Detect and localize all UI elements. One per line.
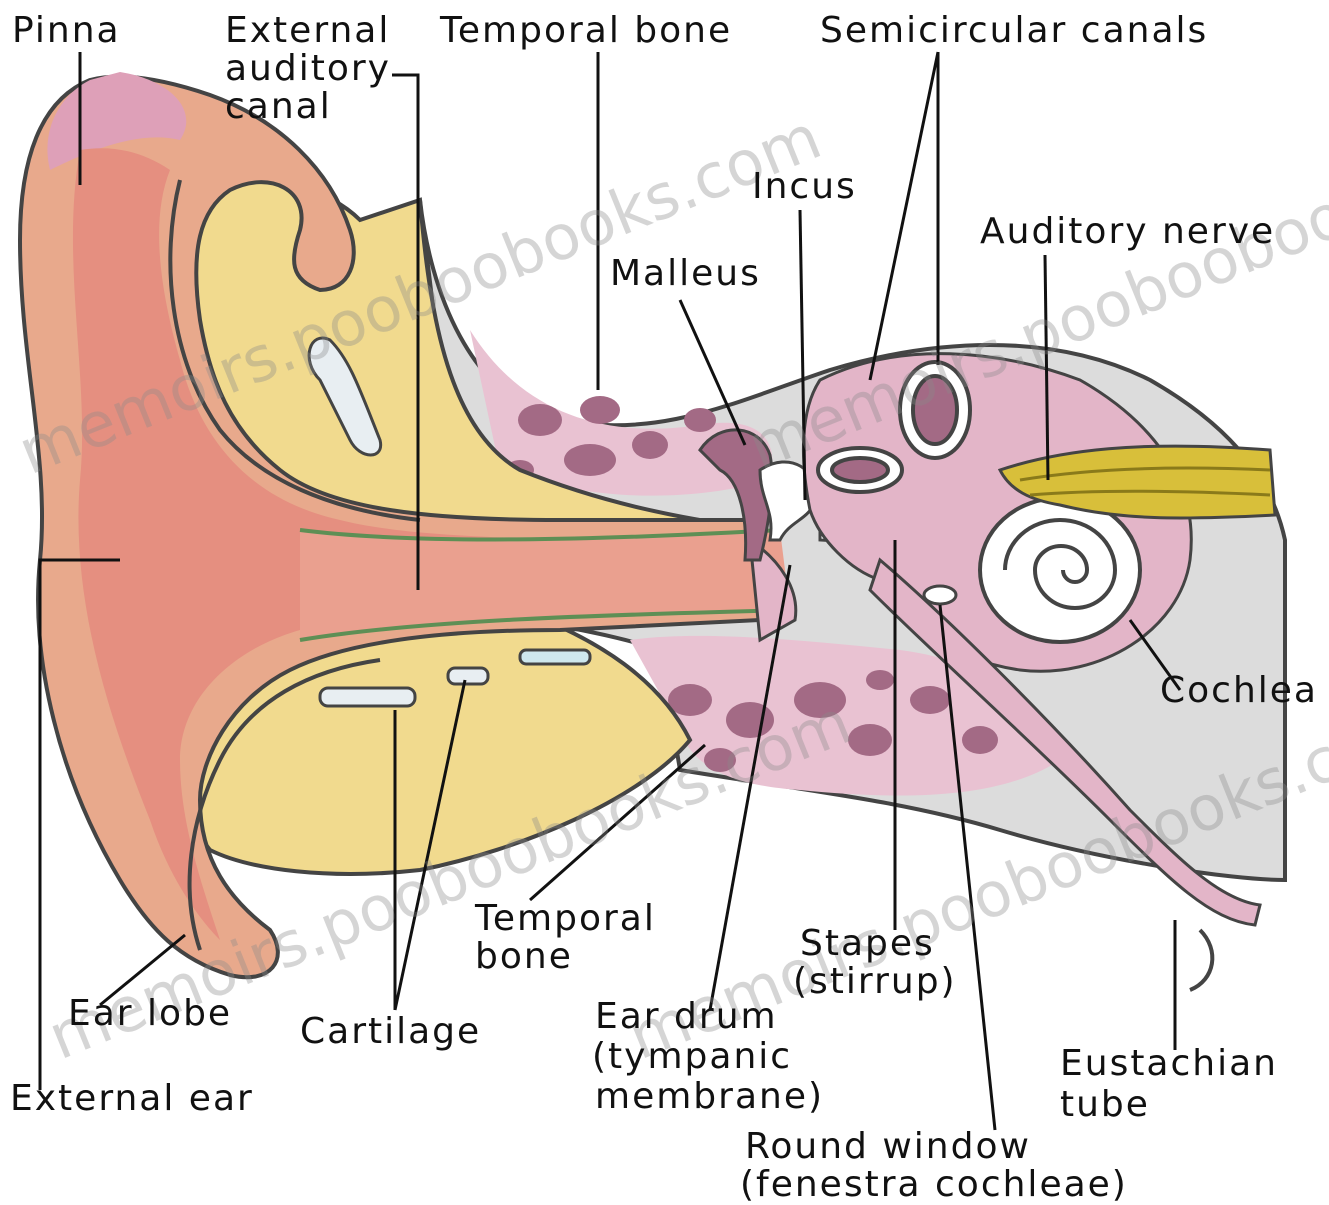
eustachian-tube-end	[1190, 930, 1212, 990]
round-window-shape	[924, 586, 956, 604]
label-ear-lobe: Ear lobe	[68, 995, 232, 1033]
cochlea-shape	[980, 498, 1140, 642]
cartilage-plate-3	[520, 650, 590, 664]
label-round-window-2: (fenestra cochleae)	[740, 1166, 1128, 1204]
label-incus: Incus	[752, 168, 857, 206]
label-ear-drum-2: (tympanic	[592, 1038, 792, 1076]
label-ear-drum-3: membrane)	[595, 1078, 824, 1116]
label-pinna: Pinna	[12, 12, 121, 50]
label-temporal-bone-top: Temporal bone	[440, 12, 732, 50]
label-external-auditory-canal-2: auditory	[225, 50, 391, 88]
cartilage-plate-1	[320, 688, 415, 706]
label-eustachian-tube-1: Eustachian	[1060, 1045, 1278, 1083]
cartilage-plate-2	[448, 668, 488, 684]
label-malleus: Malleus	[610, 255, 761, 293]
label-eustachian-tube-2: tube	[1060, 1086, 1150, 1124]
label-temporal-bone-bottom-1: Temporal	[475, 900, 656, 938]
label-external-auditory-canal-3: canal	[225, 88, 332, 126]
label-temporal-bone-bottom-2: bone	[475, 938, 573, 976]
label-ear-drum-1: Ear drum	[595, 998, 778, 1036]
label-cochlea: Cochlea	[1160, 672, 1318, 710]
label-stapes-2: (stirrup)	[793, 963, 957, 1001]
label-semicircular-canals: Semicircular canals	[820, 12, 1208, 50]
label-external-ear: External ear	[10, 1080, 254, 1118]
label-round-window-1: Round window	[745, 1128, 1031, 1166]
label-stapes-1: Stapes	[800, 925, 935, 963]
label-auditory-nerve: Auditory nerve	[980, 213, 1275, 251]
label-cartilage: Cartilage	[300, 1013, 481, 1051]
label-external-auditory-canal-1: External	[225, 12, 390, 50]
